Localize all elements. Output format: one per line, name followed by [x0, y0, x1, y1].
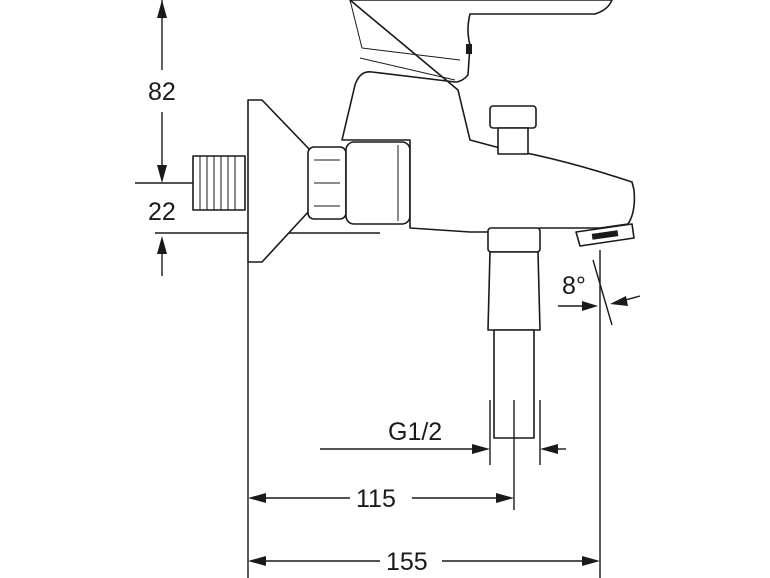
thread-dimension: G1/2 [320, 418, 566, 454]
arrow-down-head [157, 165, 167, 183]
hex-nut [307, 146, 347, 220]
dimension-label-22: 22 [148, 198, 176, 226]
arrow-up-head [157, 0, 167, 18]
lever-marker [466, 44, 472, 54]
dimension-label-115: 115 [356, 485, 396, 513]
angle-dimension: 8° [558, 272, 641, 311]
mixer-body [341, 0, 636, 233]
vertical-dimension-22: 22 [135, 182, 380, 276]
dimension-label-155: 155 [386, 548, 428, 576]
vertical-dimension-82: 82 [148, 0, 176, 183]
dimension-label-thread: G1/2 [388, 418, 442, 446]
arrow-up-head [157, 236, 167, 254]
coupling-sleeve [345, 141, 411, 225]
horizontal-dimension-115: 115 [248, 485, 514, 513]
wall-rosette [247, 99, 311, 263]
dimension-label-82: 82 [148, 78, 176, 106]
diverter-stem [497, 127, 529, 155]
diverter-knob [489, 105, 537, 129]
threaded-nipple [192, 155, 246, 211]
dimension-label-angle: 8° [562, 272, 586, 300]
extension-lines [247, 250, 613, 578]
spout-outlet [575, 223, 635, 247]
horizontal-dimension-155: 155 [248, 548, 600, 576]
